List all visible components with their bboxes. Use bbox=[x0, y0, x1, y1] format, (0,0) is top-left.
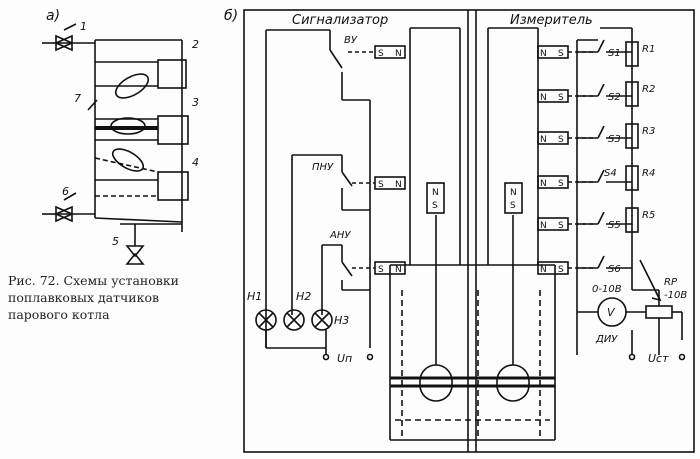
float-letter: N bbox=[510, 188, 517, 198]
switch-s2: S2 bbox=[608, 92, 621, 103]
relay-anu: АНУ bbox=[329, 230, 351, 241]
panel-b-labels: б) Сигнализатор Измеритель ВУ ПНУ АНУ H1… bbox=[224, 8, 687, 365]
label-1: 1 bbox=[80, 20, 87, 33]
meter-range: 0-10В bbox=[592, 284, 622, 295]
coil-letter: S bbox=[558, 179, 564, 189]
coil-letter: S bbox=[558, 135, 564, 145]
switch-s6: S6 bbox=[608, 264, 621, 275]
switch-s1: S1 bbox=[608, 48, 621, 59]
caption-line-2: поплавковых датчиков bbox=[8, 290, 160, 305]
label-6: 6 bbox=[62, 185, 69, 198]
supply-right: Uст bbox=[648, 352, 669, 365]
switch-s5: S5 bbox=[608, 220, 621, 231]
caption-line-3: парового котла bbox=[8, 307, 110, 322]
signalizer-circuit bbox=[255, 29, 445, 361]
signalizer-title: Сигнализатор bbox=[292, 13, 388, 28]
coil-letter: N bbox=[540, 265, 547, 275]
panel-a-labels: a) 1 2 3 4 5 6 7 bbox=[46, 8, 199, 248]
coil-letter: N bbox=[540, 221, 547, 231]
float-letter: S bbox=[432, 201, 438, 211]
float-letter: N bbox=[432, 188, 439, 198]
relay-pnu: ПНУ bbox=[312, 162, 334, 173]
relay-vu: ВУ bbox=[344, 35, 358, 46]
coil-letter: S bbox=[378, 49, 384, 59]
meter-symbol: V bbox=[607, 306, 616, 319]
resistor-r3: R3 bbox=[642, 126, 655, 137]
coil-letter: S bbox=[558, 265, 564, 275]
label-5: 5 bbox=[112, 235, 119, 248]
label-3: 3 bbox=[192, 96, 199, 109]
panel-b-letter: б) bbox=[224, 8, 238, 24]
rp-label: RP bbox=[664, 277, 678, 288]
label-2: 2 bbox=[192, 38, 199, 51]
meter-circuit bbox=[504, 27, 686, 361]
float-letter: S bbox=[510, 201, 516, 211]
coil-letter: S bbox=[558, 221, 564, 231]
coil-letter: N bbox=[395, 49, 402, 59]
switch-s4: S4 bbox=[604, 168, 617, 179]
panel-a-letter: a) bbox=[46, 8, 60, 24]
coil-letter: N bbox=[540, 179, 547, 189]
resistor-r1: R1 bbox=[642, 44, 655, 55]
meter-name: ДИУ bbox=[595, 334, 618, 345]
lamp-h1: H1 bbox=[247, 290, 262, 303]
caption-line-1: Рис. 72. Схемы установки bbox=[8, 273, 179, 288]
label-4: 4 bbox=[192, 156, 199, 169]
figure-caption: Рис. 72. Схемы установки поплавковых дат… bbox=[8, 272, 208, 323]
lamp-h2: H2 bbox=[296, 290, 311, 303]
coil-letter: S bbox=[558, 49, 564, 59]
resistor-r5: R5 bbox=[642, 210, 655, 221]
coil-letter: N bbox=[395, 265, 402, 275]
coil-letter: N bbox=[540, 135, 547, 145]
coil-letter: N bbox=[395, 180, 402, 190]
panel-a-boiler-piping bbox=[42, 23, 189, 265]
resistor-r4: R4 bbox=[642, 168, 655, 179]
resistor-r2: R2 bbox=[642, 84, 655, 95]
meter-title: Измеритель bbox=[510, 13, 593, 28]
lamp-h3: H3 bbox=[334, 314, 349, 327]
coil-letter: S bbox=[378, 180, 384, 190]
coil-letter: N bbox=[540, 49, 547, 59]
boiler-drum bbox=[389, 215, 556, 441]
coil-letter: S bbox=[378, 265, 384, 275]
label-7: 7 bbox=[74, 92, 81, 105]
rp-value: -10В bbox=[664, 290, 687, 301]
coil-letter: N bbox=[540, 93, 547, 103]
supply-left: Uп bbox=[337, 352, 352, 365]
switch-s3: S3 bbox=[608, 134, 621, 145]
coil-letter: S bbox=[558, 93, 564, 103]
